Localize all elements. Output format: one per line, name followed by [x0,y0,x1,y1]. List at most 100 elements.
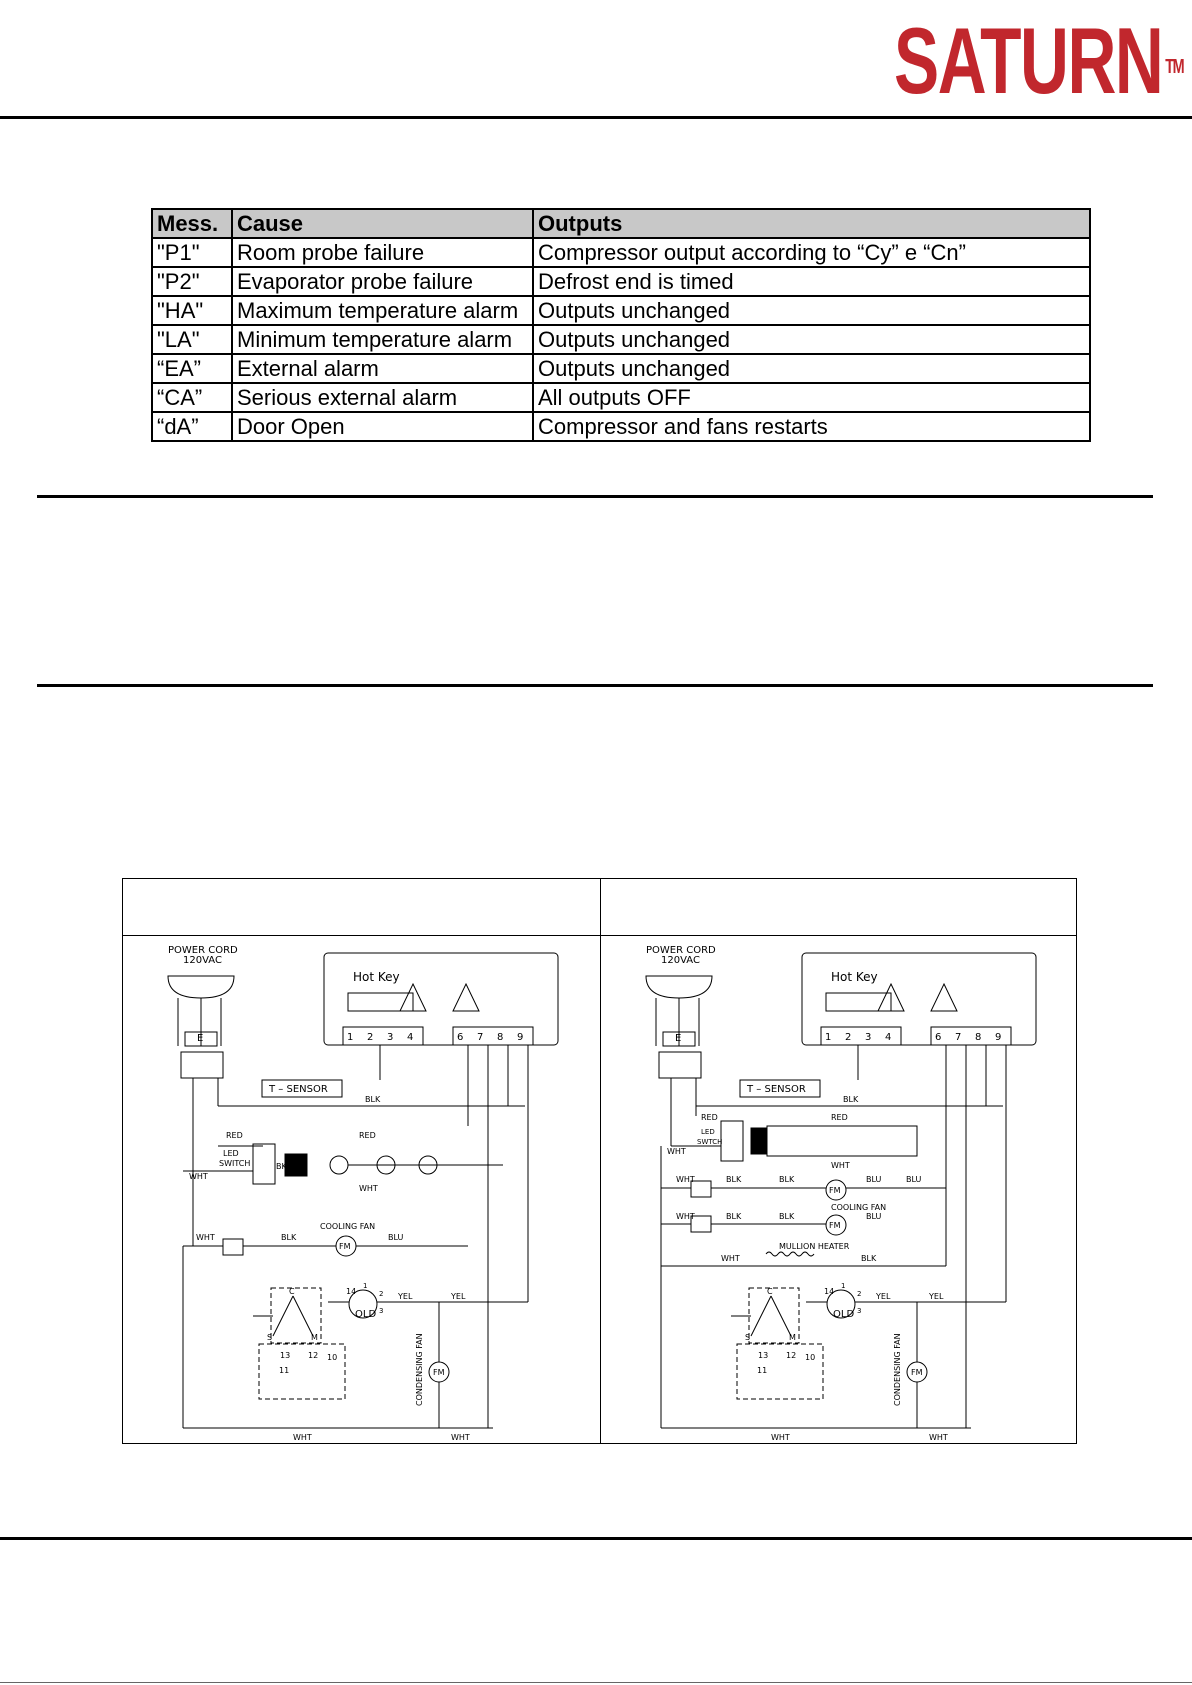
terminal-1: 1 [347,1032,353,1043]
label-wht-bottom-2: WHT [451,1433,470,1442]
terminal-6: 6 [935,1032,941,1043]
label-wht-fan: WHT [196,1233,215,1242]
cell-cause: Serious external alarm [231,382,534,413]
terminal-9: 9 [517,1032,523,1043]
label-bk: BK [752,1140,762,1148]
label-fm-2: FM [911,1368,923,1377]
label-13: 13 [280,1351,290,1360]
label-yel: YEL [875,1292,891,1301]
label-s: S [745,1333,750,1342]
label-blu: BLU [388,1233,404,1242]
terminal-3: 3 [387,1032,393,1043]
label-11: 11 [757,1366,767,1375]
label-3: 3 [379,1307,383,1315]
section-rule-1 [37,495,1153,498]
terminal-6: 6 [457,1032,463,1043]
terminal-2: 2 [367,1032,373,1043]
cell-outputs: Outputs unchanged [532,353,1091,384]
label-wht-bottom: WHT [293,1433,312,1442]
diagram-drawing [645,952,1037,1429]
panel-divider [600,879,601,1443]
label-bk: BK [276,1162,287,1171]
label-blk: BLK [843,1095,859,1104]
cell-outputs: All outputs OFF [532,382,1091,413]
label-14: 14 [346,1287,356,1296]
label-10: 10 [805,1353,815,1362]
label-condensing-fan: CONDENSING FAN [415,1333,424,1406]
label-yel: YEL [397,1292,413,1301]
label-blk: BLK [365,1095,381,1104]
terminal-8: 8 [975,1032,981,1043]
label-13: 13 [758,1351,768,1360]
terminal-2: 2 [845,1032,851,1043]
label-voltage: 120VAC [183,955,222,966]
diagram-drawing [167,952,559,1429]
label-m: M [789,1333,796,1342]
footer-rule [0,1537,1192,1540]
label-2: 2 [379,1290,383,1298]
cell-mess: "P2" [151,266,233,297]
label-blk-fan-3: BLK [726,1212,742,1221]
terminal-4: 4 [885,1032,891,1043]
label-blu-3: BLU [866,1212,882,1221]
header-cause: Cause [231,208,534,239]
cell-outputs: Defrost end is timed [532,266,1091,297]
terminal-7: 7 [477,1032,483,1043]
label-red: RED [701,1113,718,1122]
terminal-4: 4 [407,1032,413,1043]
label-yel-2: YEL [450,1292,466,1301]
label-1: 1 [363,1282,367,1290]
cell-cause: Minimum temperature alarm [231,324,534,355]
bottom-rule [0,1682,1192,1683]
label-s: S [267,1333,272,1342]
label-cooling-fan: COOLING FAN [320,1222,375,1231]
label-hot-key: Hot Key [353,970,400,984]
cell-cause: External alarm [231,353,534,384]
label-old: OLD [355,1309,376,1320]
label-red: RED [226,1131,243,1140]
label-blk-heater: BLK [861,1254,877,1263]
terminal-1: 1 [825,1032,831,1043]
header-mess: Mess. [151,208,233,239]
section-rule-2 [37,684,1153,687]
cell-outputs: Compressor and fans restarts [532,411,1091,442]
cell-outputs: Compressor output according to “Cy” e “C… [532,237,1091,268]
label-led-switch-a: LED [701,1128,715,1136]
label-3: 3 [857,1307,861,1315]
wiring-diagram-right: POWER CORD 120VAC Hot Key T – SENSOR 1 2… [645,945,1037,1442]
label-wht-heater: WHT [721,1254,740,1263]
cell-cause: Maximum temperature alarm [231,295,534,326]
label-wht-bottom-2: WHT [929,1433,948,1442]
label-old: OLD [833,1309,854,1320]
label-fm-3: FM [829,1221,841,1230]
label-led-switch-b: SWTCH [697,1138,722,1146]
header-outputs: Outputs [532,208,1091,239]
cell-outputs: Outputs unchanged [532,324,1091,355]
label-mullion-heater: MULLION HEATER [779,1242,850,1251]
wiring-diagram-left: POWER CORD 120VAC Hot Key T – SENSOR 1 2… [167,945,559,1442]
cell-cause: Evaporator probe failure [231,266,534,297]
label-fm-2: FM [433,1368,445,1377]
label-wht-fan-2: WHT [676,1212,695,1221]
label-c: C [767,1287,773,1296]
label-blu: BLU [866,1175,882,1184]
label-11: 11 [279,1366,289,1375]
label-blk-fan-2: BLK [779,1175,795,1184]
label-e: E [197,1033,203,1044]
label-12: 12 [786,1351,796,1360]
label-wht-led: WHT [359,1184,378,1193]
label-power-cord: POWER CORD [168,945,238,956]
panel-header-rule [123,935,1076,936]
cell-mess: "P1" [151,237,233,268]
label-cooling-fan: COOLING FAN [831,1203,886,1212]
label-wht-fan: WHT [676,1175,695,1184]
label-c: C [289,1287,295,1296]
label-red-2: RED [831,1113,848,1122]
label-wht-led: WHT [831,1161,850,1170]
label-led-switch-b: SWITCH [219,1159,250,1168]
label-condensing-fan: CONDENSING FAN [893,1333,902,1406]
